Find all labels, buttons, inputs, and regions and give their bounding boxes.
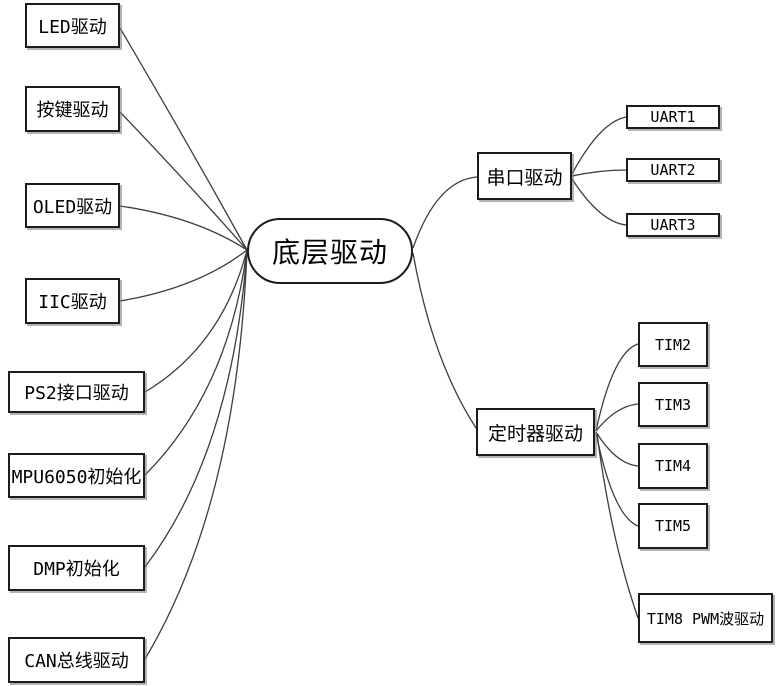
connector-root-to-timer [412, 252, 477, 429]
node-ps2-interface-driver[interactable]: PS2接口驱动 [8, 371, 145, 413]
connector-led-to-root [119, 27, 248, 251]
connector-oled-to-root [119, 205, 248, 251]
node-tim5[interactable]: TIM5 [638, 503, 708, 549]
connector-timer-to-tim8 [596, 433, 639, 619]
connector-serial-to-uart1 [571, 116, 627, 175]
node-root-low-level-driver[interactable]: 底层驱动 [247, 218, 413, 284]
connector-ps2-to-root [144, 249, 248, 393]
connector-timer-to-tim4 [595, 431, 639, 467]
node-serial-driver[interactable]: 串口驱动 [477, 152, 572, 200]
node-tim3[interactable]: TIM3 [638, 382, 708, 427]
node-iic-driver[interactable]: IIC驱动 [25, 278, 120, 324]
node-mpu6050-init[interactable]: MPU6050初始化 [8, 453, 145, 498]
connector-serial-to-uart3 [571, 178, 627, 226]
node-uart1[interactable]: UART1 [626, 105, 720, 129]
node-oled-driver[interactable]: OLED驱动 [25, 183, 120, 228]
node-tim2[interactable]: TIM2 [638, 322, 708, 367]
connector-timer-to-tim5 [595, 432, 639, 527]
connector-root-to-serial [412, 176, 478, 249]
connector-dmp-to-root [144, 249, 248, 568]
connector-iic-to-root [119, 249, 248, 302]
node-timer-driver[interactable]: 定时器驱动 [476, 408, 595, 456]
connector-timer-to-tim3 [595, 403, 639, 432]
connector-serial-to-uart2 [571, 169, 627, 177]
connector-key-to-root [119, 111, 248, 251]
node-uart3[interactable]: UART3 [626, 213, 720, 237]
connector-mpu-to-root [144, 249, 248, 476]
node-led-driver[interactable]: LED驱动 [25, 3, 120, 48]
node-tim4[interactable]: TIM4 [638, 443, 708, 489]
node-key-driver[interactable]: 按键驱动 [25, 86, 120, 132]
node-uart2[interactable]: UART2 [626, 158, 720, 182]
node-dmp-init[interactable]: DMP初始化 [8, 545, 145, 591]
connector-can-to-root [144, 249, 248, 660]
node-tim8-pwm-driver[interactable]: TIM8 PWM波驱动 [638, 593, 773, 643]
node-can-bus-driver[interactable]: CAN总线驱动 [8, 637, 145, 683]
connector-timer-to-tim2 [595, 343, 639, 432]
